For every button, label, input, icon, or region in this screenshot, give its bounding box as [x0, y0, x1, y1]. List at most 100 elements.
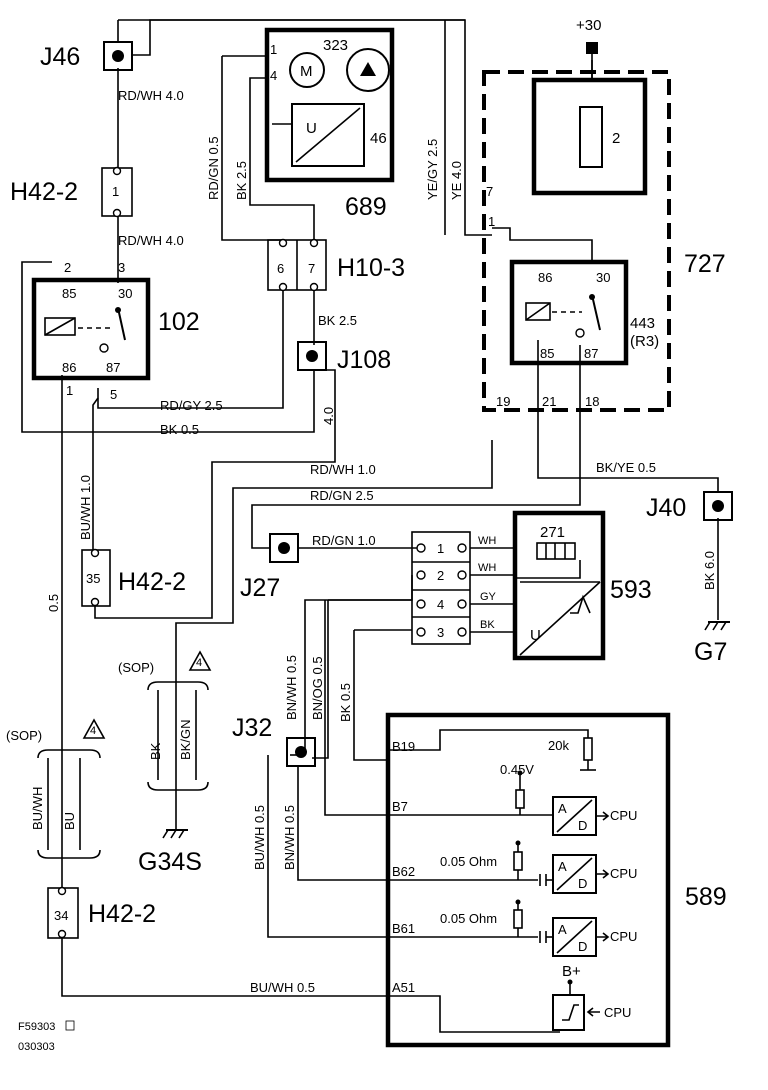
- pin-727-1: 1: [488, 214, 495, 229]
- label-cpu3: CPU: [610, 929, 637, 944]
- pin-727-18: 18: [585, 394, 599, 409]
- vertical-labels: RD/GN 0.5 BK 2.5 YE/GY 2.5 YE 4.0 4.0 BU…: [30, 136, 717, 870]
- label-h42-2-a: H42-2: [10, 178, 78, 206]
- component-727: [482, 70, 671, 412]
- pin-727-21: 21: [542, 394, 556, 409]
- label-u-689: U: [306, 120, 317, 137]
- pin-a51: A51: [392, 980, 415, 995]
- footer-code: F59303: [18, 1021, 55, 1033]
- connector-h42-2-a: [101, 166, 133, 218]
- footer-box-glyph: [65, 1020, 75, 1031]
- wire-buwh05-b: BU/WH 0.5: [250, 980, 315, 995]
- wire-bk05-v: BK 0.5: [338, 683, 353, 722]
- label-h42-2-c: H42-2: [88, 900, 156, 928]
- connector-h42-2-b: [81, 548, 111, 607]
- wire-buwh: BU/WH: [30, 787, 45, 830]
- label-cpu1: CPU: [610, 808, 637, 823]
- wire-rdwh40-a: RD/WH 4.0: [118, 88, 184, 103]
- pin-727-7: 7: [486, 184, 493, 199]
- splice-j46: [103, 41, 133, 71]
- pin-102-85: 85: [62, 286, 76, 301]
- label-j46: J46: [40, 43, 80, 71]
- sop-group-bottom: [37, 718, 106, 859]
- connector-h42-2-c: [47, 886, 79, 939]
- label-ohm2: 0.05 Ohm: [440, 911, 497, 926]
- label-g7: G7: [694, 638, 727, 666]
- adc3-d: D: [578, 939, 587, 954]
- pin-b19: B19: [392, 739, 415, 754]
- component-689: [264, 27, 395, 183]
- adc3-a: A: [558, 922, 567, 937]
- wire-bkye05: BK/YE 0.5: [596, 460, 656, 475]
- wire-buwh05-a: BU/WH 0.5: [252, 805, 267, 870]
- pin-443-86: 86: [538, 270, 552, 285]
- pin-727-19: 19: [496, 394, 510, 409]
- label-h42-2-b: H42-2: [118, 568, 186, 596]
- wire-bk25-a: BK 2.5: [234, 161, 249, 200]
- wire-40: 4.0: [321, 407, 336, 425]
- label-102: 102: [158, 308, 200, 336]
- splice-j108: [297, 341, 327, 371]
- adc2-d: D: [578, 876, 587, 891]
- splice-j40: [703, 491, 733, 521]
- pin-443-87: 87: [584, 346, 598, 361]
- ground-g7-symbol: [704, 621, 730, 631]
- pin-689-4: 4: [270, 68, 277, 83]
- pin-102-1: 1: [66, 383, 73, 398]
- wire-rdgy25: RD/GY 2.5: [160, 398, 223, 413]
- pin-b62: B62: [392, 864, 415, 879]
- pin-h42-34: 34: [54, 908, 68, 923]
- label-593: 593: [610, 576, 652, 604]
- pin-b61: B61: [392, 921, 415, 936]
- component-589: [385, 712, 671, 1048]
- wire-sop-a: (SOP): [118, 660, 154, 675]
- label-g34s: G34S: [138, 848, 202, 876]
- pin-102-5: 5: [110, 387, 117, 402]
- wire-593-gy: GY: [480, 591, 497, 603]
- label-j108: J108: [337, 346, 391, 374]
- pin-689-1: 1: [270, 42, 277, 57]
- label-j27: J27: [240, 574, 280, 602]
- splice-j32: [286, 737, 316, 767]
- label-plus30: +30: [576, 17, 601, 34]
- wire-bnwh05-a: BN/WH 0.5: [284, 655, 299, 720]
- pin-h42-1: 1: [112, 184, 119, 199]
- wire-593-bk: BK: [480, 619, 495, 631]
- connector-593-plug: [411, 531, 471, 645]
- label-2: 2: [612, 130, 620, 147]
- label-727: 727: [684, 250, 726, 278]
- pin-102-87: 87: [106, 360, 120, 375]
- ground-g34s-symbol: [162, 829, 188, 839]
- label-46: 46: [370, 130, 387, 147]
- wire-593-wh2: WH: [478, 562, 496, 574]
- label-h10-3: H10-3: [337, 254, 405, 282]
- motor-m: M: [300, 63, 313, 80]
- wire-bu: BU: [62, 812, 77, 830]
- wire-bk05: BK 0.5: [160, 422, 199, 437]
- tri-b: 4: [90, 725, 96, 737]
- splice-j27: [269, 533, 299, 563]
- label-689: 689: [345, 193, 387, 221]
- pin-102-2: 2: [64, 260, 71, 275]
- wire-buwh10: BU/WH 1.0: [78, 475, 93, 540]
- pin-593-1: 1: [437, 541, 444, 556]
- adc1-a: A: [558, 801, 567, 816]
- wire-rdwh10: RD/WH 1.0: [310, 462, 376, 477]
- component-593: [512, 510, 606, 661]
- label-j32: J32: [232, 714, 272, 742]
- pin-102-30: 30: [118, 286, 132, 301]
- pin-593-2: 2: [437, 568, 444, 583]
- adc1-d: D: [578, 818, 587, 833]
- pin-593-3: 3: [437, 625, 444, 640]
- pin-h10-7: 7: [308, 261, 315, 276]
- component-102-relay: [31, 277, 151, 381]
- sop-group-top: [147, 650, 212, 791]
- wire-yegy25: YE/GY 2.5: [425, 139, 440, 200]
- label-589: 589: [685, 883, 727, 911]
- wire-sop-b: (SOP): [6, 728, 42, 743]
- wire-bk25-b: BK 2.5: [318, 313, 357, 328]
- label-045v: 0.45V: [500, 762, 534, 777]
- wire-bkgn: BK/GN: [178, 720, 193, 760]
- pin-b7: B7: [392, 799, 408, 814]
